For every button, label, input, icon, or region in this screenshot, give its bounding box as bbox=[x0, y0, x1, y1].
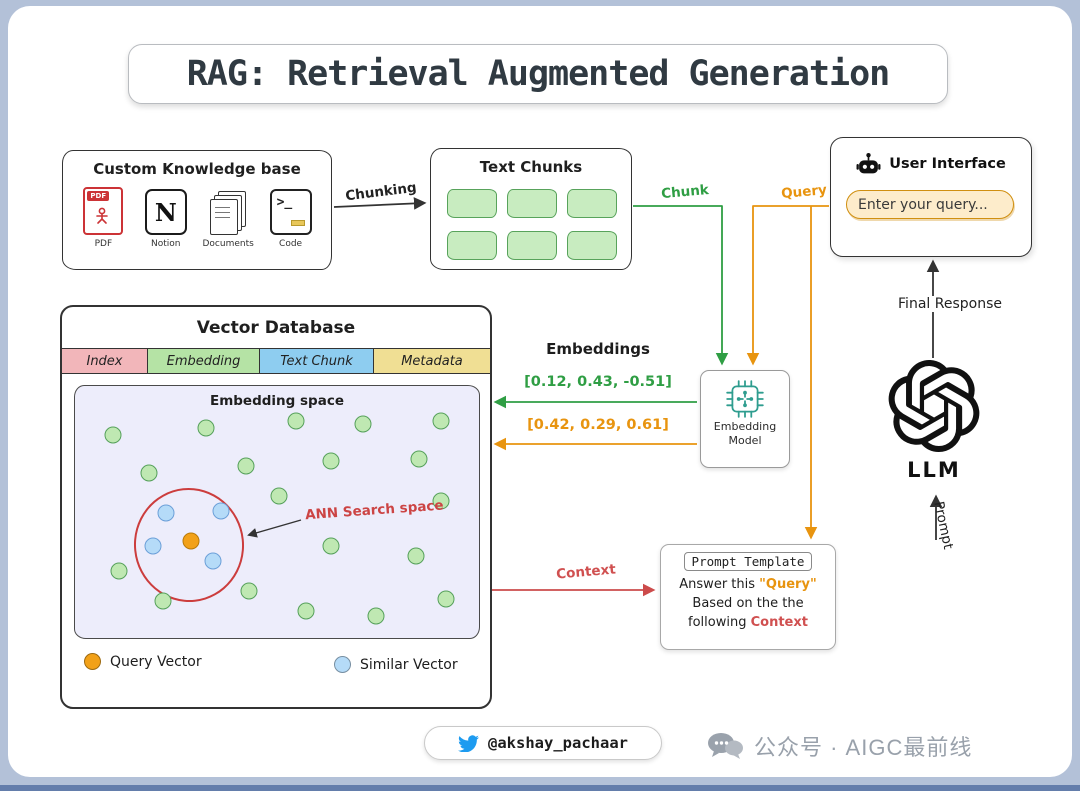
vector-dot bbox=[410, 450, 428, 468]
prompt-context-word: Context bbox=[750, 614, 808, 630]
chip-icon bbox=[726, 380, 764, 418]
source-pdf: PDF PDF bbox=[75, 187, 131, 249]
text-chunk bbox=[567, 231, 617, 260]
legend-query-vector: Query Vector bbox=[84, 653, 202, 670]
llm-label: LLM bbox=[907, 458, 961, 482]
prompt-text: Answer this bbox=[679, 577, 760, 592]
diagram-title-box: RAG: Retrieval Augmented Generation bbox=[128, 44, 948, 104]
wechat-label: 公众号 · AIGC最前线 bbox=[754, 735, 973, 760]
wechat-credit: 公众号 · AIGC最前线 bbox=[706, 730, 972, 762]
prompt-query-word: "Query" bbox=[759, 577, 817, 592]
twitter-bird-icon bbox=[458, 735, 479, 752]
vector-dot bbox=[432, 492, 450, 510]
user-interface-header: User Interface bbox=[831, 152, 1031, 175]
embedding-space-canvas: Embedding space bbox=[74, 385, 480, 639]
embeddings-heading: Embeddings bbox=[546, 340, 650, 358]
query-vector-dot-icon bbox=[84, 653, 101, 670]
vector-dot bbox=[270, 487, 288, 505]
vector-dot bbox=[322, 537, 340, 555]
vector-dot bbox=[367, 607, 385, 625]
source-code: >_ Code bbox=[263, 189, 319, 249]
text-chunks-title: Text Chunks bbox=[479, 158, 583, 176]
db-column-header-embedding: Embedding bbox=[148, 349, 260, 373]
legend-label: Similar Vector bbox=[360, 656, 458, 673]
vector-dot bbox=[407, 547, 425, 565]
twitter-handle-badge[interactable]: @akshay_pachaar bbox=[424, 726, 662, 760]
vector-dot bbox=[437, 590, 455, 608]
vector-dot bbox=[154, 592, 172, 610]
db-column-header-text-chunk: Text Chunk bbox=[260, 349, 374, 373]
embedding-model-label-line2: Model bbox=[728, 433, 762, 447]
query-embedding-vector: [0.42, 0.29, 0.61] bbox=[527, 417, 669, 433]
vector-dot bbox=[432, 412, 450, 430]
chunk-embedding-vector: [0.12, 0.43, -0.51] bbox=[524, 374, 672, 390]
bot-icon bbox=[856, 152, 881, 174]
chunks-grid bbox=[447, 189, 617, 260]
source-label: PDF bbox=[94, 239, 113, 249]
twitter-handle: @akshay_pachaar bbox=[488, 734, 628, 752]
openai-logo bbox=[888, 360, 980, 452]
prompt-template-title: Prompt Template bbox=[683, 552, 813, 571]
user-interface-box: User Interface Enter your query... bbox=[830, 137, 1032, 257]
embedding-model-label-line1: Embedding bbox=[713, 420, 777, 433]
query-input[interactable]: Enter your query... bbox=[846, 190, 1014, 219]
bottom-edge bbox=[0, 785, 1080, 791]
similar-vector-dot bbox=[204, 552, 222, 570]
code-terminal-icon: >_ bbox=[269, 189, 312, 235]
text-chunk bbox=[447, 189, 497, 218]
legend-label: Query Vector bbox=[110, 653, 202, 670]
vector-dot bbox=[354, 415, 372, 433]
embedding-space-title: Embedding space bbox=[209, 393, 344, 409]
source-documents: Documents bbox=[200, 191, 256, 249]
query-vector-dot bbox=[182, 532, 200, 550]
db-column-header-metadata: Metadata bbox=[374, 349, 490, 373]
knowledge-base-box: Custom Knowledge base PDF PDF N Notion bbox=[62, 150, 332, 270]
vector-dot bbox=[197, 419, 215, 437]
vector-dot bbox=[140, 464, 158, 482]
similar-vector-dot bbox=[157, 504, 175, 522]
db-header-row: Index Embedding Text Chunk Metadata bbox=[62, 348, 490, 374]
text-chunk bbox=[507, 189, 557, 218]
similar-vector-dot bbox=[212, 502, 230, 520]
page-title: RAG: Retrieval Augmented Generation bbox=[186, 54, 891, 94]
vector-dot bbox=[297, 602, 315, 620]
source-notion: N Notion bbox=[138, 189, 194, 249]
vector-dot bbox=[240, 582, 258, 600]
prompt-template-body: Answer this "Query" Based on the the fol… bbox=[661, 574, 835, 635]
prompt-text: following bbox=[688, 614, 751, 630]
chat-bubbles-icon bbox=[708, 733, 743, 759]
source-label: Notion bbox=[151, 239, 181, 249]
documents-stack-icon bbox=[209, 191, 247, 235]
prompt-template-box: Prompt Template Answer this "Query" Base… bbox=[660, 544, 836, 650]
text-chunk bbox=[567, 189, 617, 218]
db-column-header-index: Index bbox=[62, 349, 148, 373]
legend-similar-vector: Similar Vector bbox=[334, 656, 458, 673]
similar-vector-dot bbox=[144, 537, 162, 555]
source-label: Code bbox=[279, 239, 303, 249]
prompt-text: Based on the the bbox=[692, 595, 804, 611]
vector-dot bbox=[287, 412, 305, 430]
vector-database-title: Vector Database bbox=[196, 318, 356, 338]
vector-dot bbox=[104, 426, 122, 444]
vector-database-box: Vector Database Index Embedding Text Chu… bbox=[60, 305, 492, 709]
similar-vector-dot-icon bbox=[334, 656, 351, 673]
pdf-file-icon: PDF bbox=[83, 187, 124, 235]
notion-icon: N bbox=[144, 189, 187, 235]
knowledge-base-title: Custom Knowledge base bbox=[93, 160, 301, 178]
vector-dot bbox=[237, 457, 255, 475]
source-label: Documents bbox=[202, 239, 254, 249]
vector-dot bbox=[110, 562, 128, 580]
embedding-model-box: Embedding Model bbox=[700, 370, 790, 468]
vector-dot bbox=[322, 452, 340, 470]
final-response-label: Final Response bbox=[884, 296, 1016, 312]
user-interface-title: User Interface bbox=[889, 155, 1006, 172]
text-chunk bbox=[507, 231, 557, 260]
knowledge-source-row: PDF PDF N Notion Documents >_ bbox=[63, 187, 331, 249]
text-chunks-box: Text Chunks bbox=[430, 148, 632, 270]
text-chunk bbox=[447, 231, 497, 260]
